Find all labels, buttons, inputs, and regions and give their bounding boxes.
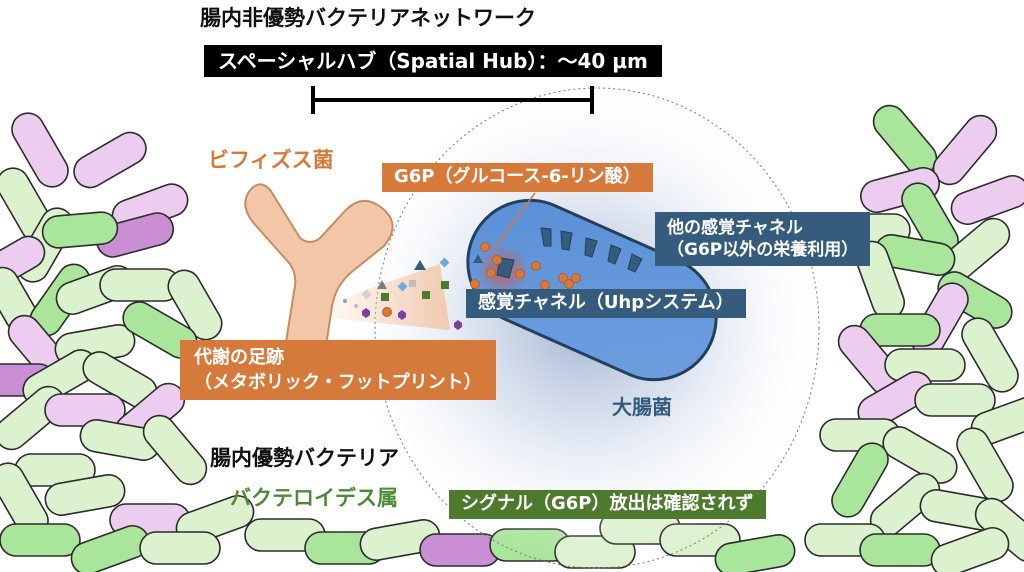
other-channels-line1: 他の感覚チャネル (667, 218, 803, 238)
g6p-molecule (382, 307, 392, 317)
metabolite-diamond (397, 281, 408, 292)
g6p-molecule (492, 255, 502, 265)
g6p-label: G6P（グルコース-6-リン酸） (382, 163, 653, 192)
metabolite-triangle (377, 280, 387, 289)
dominant-bacteria-label: 腸内優勢バクテリア (210, 446, 399, 470)
metabolite-hexagon (454, 320, 462, 330)
background-bacterium (167, 269, 223, 341)
g6p-molecule (558, 273, 568, 283)
background-bacterium (714, 534, 796, 572)
g6p-molecule (486, 268, 496, 278)
metabolic-footprint-line2: （メタボリック・フットプリント） (194, 372, 482, 394)
bifidobacterium-cell (244, 183, 394, 372)
metabolite-square (441, 281, 449, 289)
sensory-channel-label: 感覚チャネル（Uhpシステム） (466, 289, 746, 318)
metabolite-square (381, 293, 389, 301)
background-bacterium (872, 104, 938, 176)
receptor (584, 237, 598, 258)
metabolic-footprint-label: 代謝の足跡 （メタボリック・フットプリント） (180, 340, 496, 401)
background-bacterium (0, 523, 81, 557)
spatial-hub-circle (374, 87, 820, 569)
g6p-molecule (470, 279, 480, 289)
metabolite-square (409, 280, 416, 287)
g6p-molecules (382, 242, 581, 317)
spatial-hub-label: スペーシャルハブ（Spatial Hub）：～40 μm (204, 45, 662, 77)
g6p-leader-line (492, 192, 536, 251)
other-channels-line2: （G6P以外の栄養利用） (667, 240, 859, 261)
background-bacterium (142, 414, 208, 486)
metabolite-hexagon (362, 308, 370, 318)
bacteroides-label: バクテロイデス属 (230, 486, 398, 510)
receptor (540, 227, 552, 247)
receptor (560, 230, 573, 251)
receptor (607, 244, 622, 265)
background-bacterium (44, 474, 126, 516)
ecoli-label: 大腸菌 (612, 395, 672, 419)
background-bacterium (914, 383, 996, 417)
background-bacterium (950, 174, 1024, 226)
background-bacterium (859, 533, 941, 567)
metabolite-hexagon (398, 310, 406, 320)
uhp-channel-icon (496, 257, 515, 279)
bifidobacterium-label: ビフィズス菌 (208, 148, 334, 172)
background-bacterium (139, 531, 221, 565)
other-channels-label: 他の感覚チャネル （G6P以外の栄養利用） (655, 212, 871, 267)
metabolite-triangle (473, 254, 483, 263)
metabolite-triangle (414, 260, 426, 270)
signal-not-released-label: シグナル（G6P）放出は確認されず (449, 490, 766, 519)
metabolite-diamond (439, 257, 450, 268)
background-bacterium (930, 526, 1010, 572)
metabolic-footprint-line1: 代謝の足跡 (194, 347, 284, 368)
g6p-molecule (571, 273, 581, 283)
background-bacterium (73, 131, 147, 189)
page-title: 腸内非優勢バクテリアネットワーク (200, 6, 536, 30)
background-bacterium (0, 235, 46, 289)
background-bacterium (831, 442, 889, 518)
background-bacterium (956, 427, 1014, 503)
g6p-molecule (480, 242, 490, 252)
background-bacterium (41, 211, 119, 249)
background-bacterium (961, 317, 1019, 393)
background-bacterium (44, 393, 126, 427)
metabolite-square (422, 291, 430, 299)
other-channel-receptors (540, 227, 643, 273)
metabolite-dot (343, 299, 347, 303)
background-bacterium (11, 112, 69, 188)
g6p-molecule (564, 279, 574, 289)
g6p-molecule (531, 261, 541, 271)
metabolite-dot (354, 304, 358, 308)
background-bacterium (882, 426, 958, 484)
receptor (627, 253, 643, 273)
metabolite-diamond (361, 289, 372, 300)
g6p-molecule (515, 269, 525, 279)
